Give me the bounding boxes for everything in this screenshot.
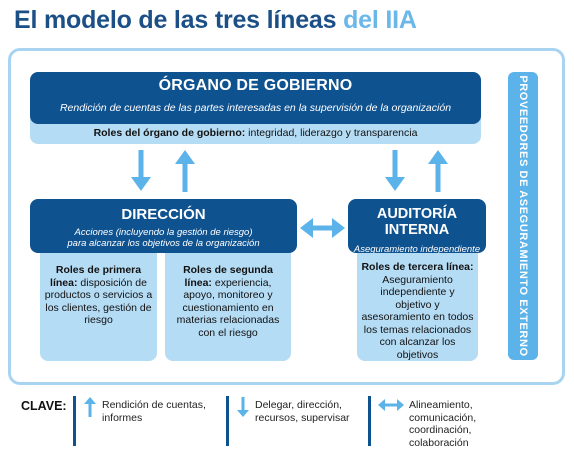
arrow-up-icon	[175, 150, 195, 192]
first-line-label: Roles de primera línea:	[50, 264, 142, 289]
key-up-text: Rendición de cuentas, informes	[102, 399, 206, 424]
third-line-roles: Roles de tercera línea: Aseguramiento in…	[357, 253, 478, 361]
title-accent: del IIA	[343, 6, 417, 34]
external-assurance-bar: PROVEEDORES DE ASEGURAMIENTO EXTERNO	[508, 72, 538, 360]
first-line-roles: Roles de primera línea: disposición de p…	[40, 253, 157, 361]
management-subtitle-line-1: Acciones (incluyendo la gestión de riesg…	[74, 227, 253, 238]
key-divider	[226, 396, 229, 446]
internal-audit-box: AUDITORÍA INTERNA Aseguramiento independ…	[348, 199, 486, 255]
second-line-roles: Roles de segunda línea: experiencia, apo…	[165, 253, 291, 361]
second-line-text: experiencia, apoyo, monitoreo y cuestion…	[176, 276, 280, 339]
governing-body-subtitle: Rendición de cuentas de las partes inter…	[59, 102, 452, 114]
second-line-label: Roles de segunda línea:	[183, 264, 273, 289]
governing-body-title: ÓRGANO DE GOBIERNO	[158, 77, 353, 94]
third-line-text: Aseguramiento independiente y objetivo y…	[361, 273, 474, 361]
first-line-text: disposición de productos o servicios a l…	[44, 276, 153, 327]
arrow-down-icon	[237, 397, 249, 417]
management-subtitle: Acciones (incluyendo la gestión de riesg…	[30, 227, 297, 249]
key-down-text: Delegar, dirección, recursos, supervisar	[255, 399, 350, 424]
key-divider	[368, 396, 371, 446]
key-label: CLAVE:	[21, 399, 67, 413]
key-both-text: Alineamiento, comunicación, coordinación…	[409, 399, 477, 449]
arrow-left-right-icon	[378, 399, 404, 411]
arrow-up-icon	[428, 150, 448, 192]
arrow-left-right-icon	[300, 218, 345, 238]
external-assurance-label: PROVEEDORES DE ASEGURAMIENTO EXTERNO	[517, 75, 529, 357]
management-title: DIRECCIÓN	[121, 206, 206, 223]
governing-body-roles-text: integridad, liderazgo y transparencia	[245, 127, 418, 139]
internal-audit-subtitle: Aseguramiento independiente	[353, 244, 481, 255]
key-divider	[73, 396, 76, 446]
governing-body-roles-label: Roles del órgano de gobierno:	[93, 127, 246, 139]
third-line-label: Roles de tercera línea:	[361, 261, 474, 273]
governing-body-box: ÓRGANO DE GOBIERNO Rendición de cuentas …	[30, 72, 481, 124]
internal-audit-title: AUDITORÍA INTERNA	[376, 206, 458, 238]
arrow-down-icon	[385, 150, 405, 191]
management-box: DIRECCIÓN Acciones (incluyendo la gestió…	[30, 199, 297, 253]
management-subtitle-line-2: para alcanzar los objetivos de la organi…	[67, 238, 260, 249]
arrow-up-icon	[84, 397, 96, 417]
title-main: El modelo de las tres líneas	[14, 6, 337, 34]
page-title: El modelo de las tres líneas del IIA	[14, 6, 417, 35]
arrow-down-icon	[131, 150, 151, 191]
